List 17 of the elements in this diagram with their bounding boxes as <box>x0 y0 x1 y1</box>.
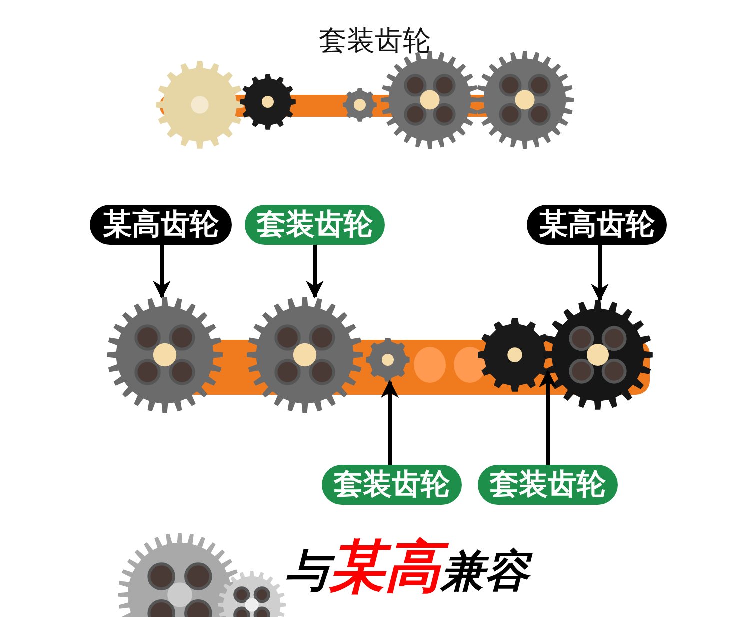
gear-drawing <box>107 297 223 413</box>
arrow <box>153 245 171 299</box>
gear-drawing <box>478 318 552 392</box>
arrow <box>591 245 609 302</box>
arrow <box>306 245 324 299</box>
gear-label: 某高齿轮 <box>90 205 232 245</box>
gear-drawing <box>366 338 410 382</box>
heading: 套装齿轮 <box>318 23 432 59</box>
arrow <box>381 380 399 465</box>
gear-label: 套装齿轮 <box>245 205 385 245</box>
gear-drawing <box>543 300 653 410</box>
arrow <box>539 370 557 465</box>
gear-label: 套装齿轮 <box>478 465 618 505</box>
gear-label: 套装齿轮 <box>322 465 462 505</box>
gear-drawing <box>247 297 363 413</box>
slogan-text: 与某高兼容 <box>285 530 605 606</box>
gear-label: 某高齿轮 <box>527 205 667 245</box>
